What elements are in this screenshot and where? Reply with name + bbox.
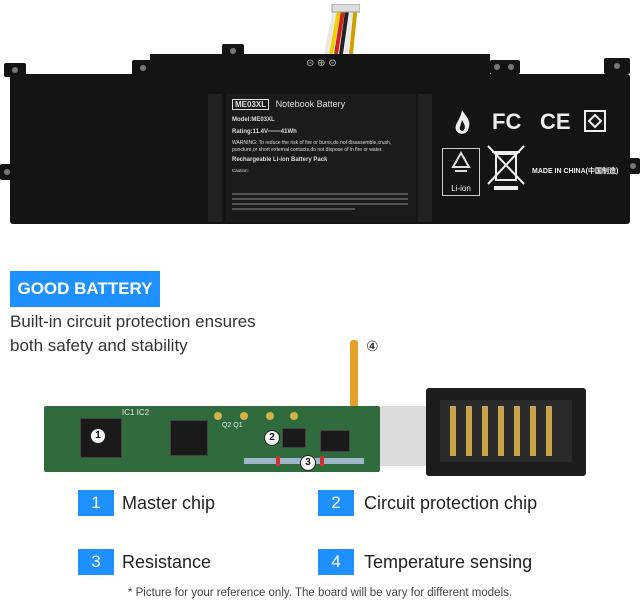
fcc-icon: FC (492, 109, 522, 134)
rating-line: Rating:11.4V═══41Wh (232, 128, 297, 135)
battery-title: Notebook Battery (275, 99, 346, 109)
marker-4: ④ (366, 338, 379, 354)
battery-label: ME03XL Notebook Battery Model:ME03XL Rat… (226, 94, 416, 222)
battery-rib (208, 94, 222, 222)
mount-tab (624, 158, 640, 174)
mount-tab (0, 164, 16, 180)
battery-connector (380, 388, 590, 478)
mosfet-chip (320, 430, 350, 452)
resistor-band (276, 456, 280, 466)
circuit-board: IC1 IC2 Q2 Q1 1 2 3 (44, 406, 380, 472)
solder-pad (214, 412, 222, 420)
solder-pad (240, 412, 248, 420)
fine-print (232, 190, 408, 213)
marker-2: 2 (264, 430, 280, 446)
temperature-sensor-wire (350, 340, 358, 410)
recycle-mark-icon (584, 110, 606, 137)
model-line: Model:ME03XL (232, 116, 275, 123)
subtitle: Built-in circuit protection ensures both… (10, 310, 256, 358)
legend-label: Master chip (122, 493, 216, 513)
solder-pad (290, 412, 298, 420)
legend-label: Circuit protection chip (364, 493, 538, 513)
weee-bin-icon (486, 144, 526, 197)
battery-wires (318, 3, 361, 56)
legend-number: 1 (78, 490, 114, 516)
legend-label: Resistance (122, 552, 212, 572)
mount-tab (604, 58, 630, 74)
q-labels: Q2 Q1 (222, 422, 243, 429)
made-in-label: MADE IN CHINA(中国制造) (532, 168, 619, 175)
mount-tab (4, 63, 26, 77)
subtitle-line-2: both safety and stability (10, 336, 188, 355)
resistor-band (320, 456, 324, 466)
recycle-li-ion-icon: Li-ion (442, 148, 480, 196)
protection-chip (282, 428, 306, 448)
warning-text: WARNING: To reduce the risk of fire or b… (232, 139, 392, 153)
mount-tab (132, 60, 154, 76)
legend-number: 3 (78, 549, 114, 575)
ce-icon: CE (540, 109, 571, 134)
connector-symbols: ⊝ ⊕ ⊝ (306, 58, 337, 69)
model-tag: ME03XL (232, 99, 270, 110)
mount-tab (222, 44, 244, 58)
legend-number: 4 (318, 549, 354, 575)
battery-rib (418, 94, 432, 222)
caution-line: Caution: (232, 167, 249, 173)
flame-warning-icon (448, 108, 476, 141)
solder-pad (266, 412, 274, 420)
battery-image: ⊝ ⊕ ⊝ ME03XL Notebook Battery Model:ME03… (0, 0, 640, 235)
marker-1: 1 (90, 428, 106, 444)
subtitle-line-1: Built-in circuit protection ensures (10, 312, 256, 331)
mount-tab (490, 60, 520, 74)
legend-number: 2 (318, 490, 354, 516)
marker-3: 3 (300, 455, 316, 471)
li-ion-label: Li-ion (451, 184, 471, 193)
ic-chip (170, 420, 208, 456)
ic-labels: IC1 IC2 (122, 408, 150, 417)
footnote: * Picture for your reference only. The b… (127, 587, 513, 599)
good-battery-banner: GOOD BATTERY (10, 271, 160, 307)
pack-line: Rechargeable Li-ion Battery Pack (232, 157, 328, 164)
legend-label: Temperature sensing (364, 552, 533, 572)
